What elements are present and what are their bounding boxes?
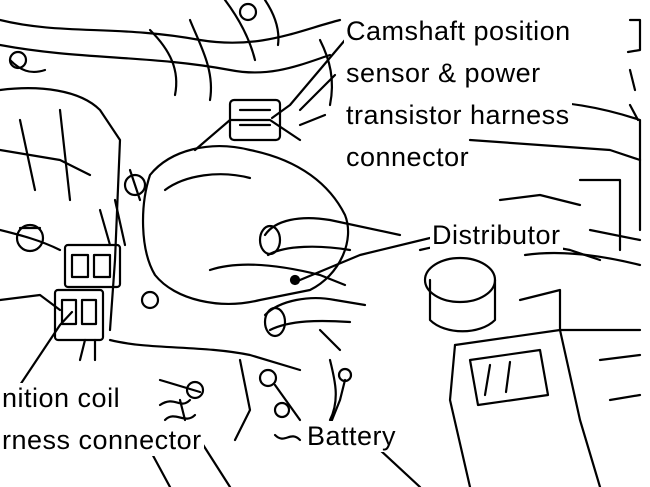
label-camshaft-line3: transistor harness xyxy=(344,100,572,131)
label-camshaft-line2: sensor & power xyxy=(344,58,543,89)
label-distributor: Distributor xyxy=(430,220,563,251)
label-camshaft-line1: Camshaft position xyxy=(344,16,573,47)
battery-terminal-icon xyxy=(448,288,642,487)
engine-block-left xyxy=(0,87,122,332)
label-ignition-line2: rness connector xyxy=(0,425,204,456)
distributor-body-icon xyxy=(123,98,402,338)
label-battery: Battery xyxy=(305,421,399,452)
top-hose-lines xyxy=(0,18,342,44)
leader-ignition xyxy=(18,310,74,387)
label-ignition-line1: nition coil xyxy=(0,383,123,414)
leader-battery xyxy=(328,378,347,427)
leader-camshaft xyxy=(270,38,347,120)
label-camshaft-line4: connector xyxy=(344,142,472,173)
leader-distributor xyxy=(298,236,432,282)
harness-connector-icon xyxy=(53,198,127,362)
